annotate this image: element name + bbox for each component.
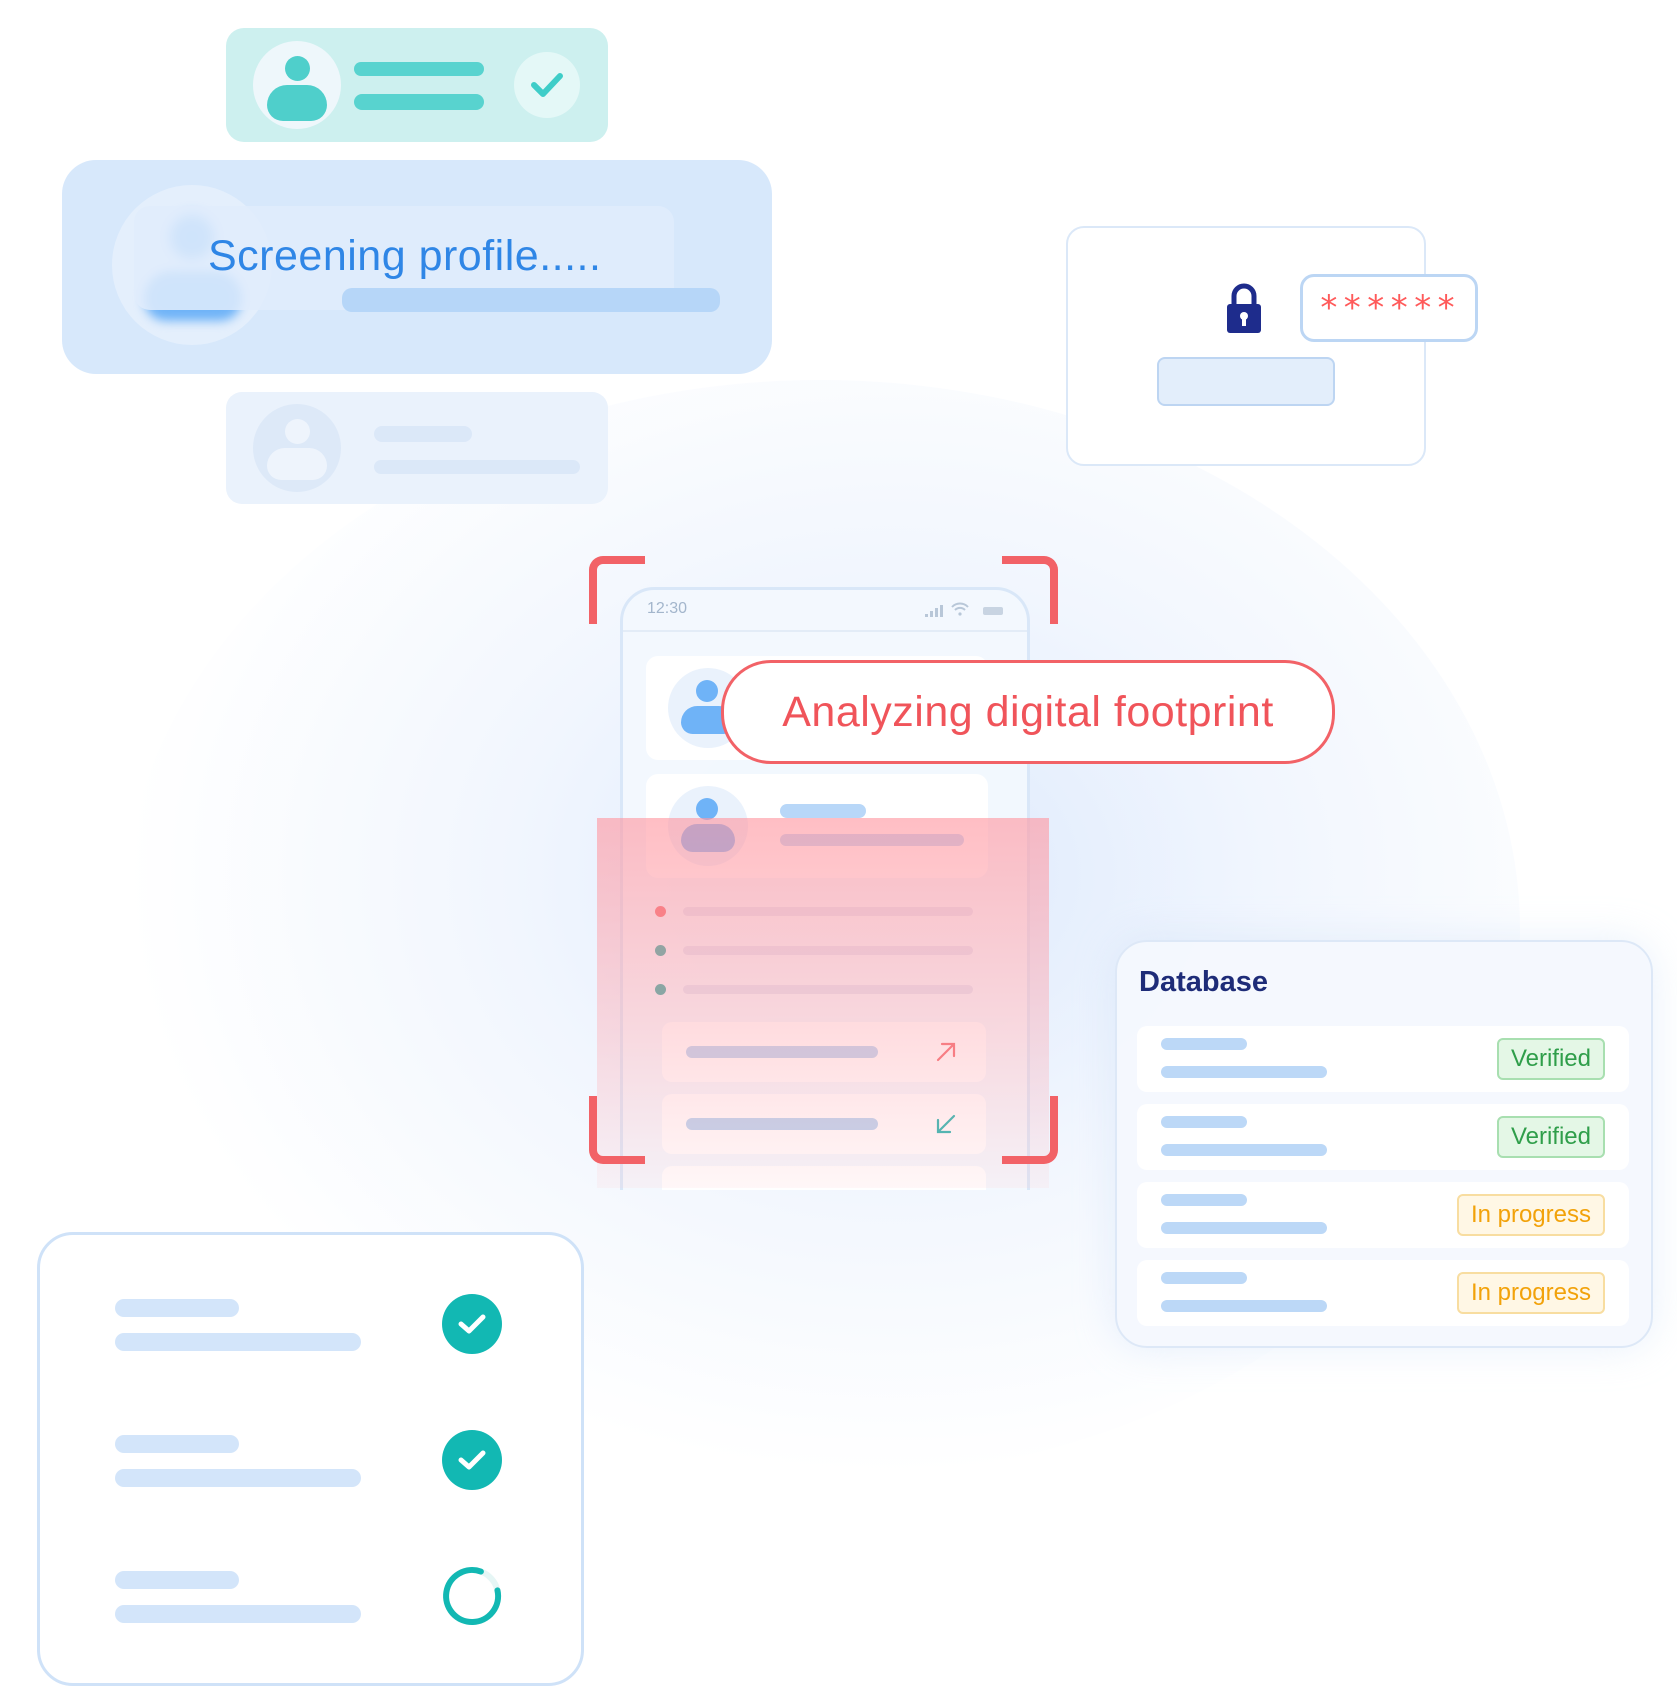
placeholder-line [374, 460, 580, 474]
status-badge: Verified [1496, 1038, 1605, 1080]
screening-status-text: Screening profile..... [208, 232, 602, 280]
scan-corner-bottom-left [589, 1096, 645, 1164]
table-row: Verified [1137, 1026, 1629, 1092]
phone-time: 12:30 [647, 600, 688, 617]
avatar [253, 404, 341, 492]
placeholder-line [354, 62, 484, 76]
placeholder-line [115, 1571, 239, 1589]
placeholder-line [1161, 1144, 1327, 1156]
placeholder-line [1161, 1038, 1247, 1050]
login-button[interactable] [1157, 357, 1335, 406]
scan-corner-top-right [1002, 556, 1058, 624]
lock-icon [1226, 283, 1262, 340]
login-card [1066, 226, 1426, 466]
status-badge: Verified [1496, 1116, 1605, 1158]
placeholder-line [780, 804, 866, 818]
scan-overlay [597, 818, 1049, 1188]
database-card: Database Verified Verified In progress I… [1115, 940, 1653, 1348]
loading-spinner-icon [442, 1566, 502, 1631]
placeholder-line [1161, 1066, 1327, 1078]
checklist-card [37, 1232, 584, 1686]
verified-profile-card [226, 28, 608, 142]
placeholder-line [1161, 1300, 1327, 1312]
user-icon [285, 419, 310, 444]
placeholder-line [354, 94, 484, 110]
placeholder-line [374, 426, 472, 442]
scan-corner-bottom-right [1002, 1096, 1058, 1164]
table-row: In progress [1137, 1182, 1629, 1248]
wifi-icon [951, 602, 969, 621]
table-row: Verified [1137, 1104, 1629, 1170]
avatar [253, 41, 341, 129]
signal-icon [925, 604, 943, 622]
check-icon [514, 52, 580, 118]
table-row: In progress [1137, 1260, 1629, 1326]
check-icon [442, 1294, 502, 1354]
scan-corner-top-left [589, 556, 645, 624]
placeholder-line [115, 1299, 239, 1317]
status-badge: In progress [1456, 1272, 1605, 1314]
placeholder-line [1161, 1116, 1247, 1128]
placeholder-line [1161, 1272, 1247, 1284]
placeholder-line [115, 1333, 361, 1351]
pending-profile-card [226, 392, 608, 504]
screening-profile-card [62, 160, 772, 374]
placeholder-line [115, 1435, 239, 1453]
placeholder-line [1161, 1222, 1327, 1234]
check-icon [442, 1430, 502, 1490]
analyzing-status-pill: Analyzing digital footprint [721, 660, 1335, 764]
user-icon [285, 56, 310, 81]
placeholder-line [115, 1605, 361, 1623]
placeholder-line [115, 1469, 361, 1487]
user-icon [696, 798, 718, 820]
database-title: Database [1139, 966, 1268, 998]
battery-icon [983, 607, 1003, 615]
placeholder-line [342, 288, 720, 312]
password-field[interactable]: ****** [1300, 274, 1478, 342]
placeholder-line [1161, 1194, 1247, 1206]
status-badge: In progress [1456, 1194, 1605, 1236]
user-icon [696, 680, 718, 702]
